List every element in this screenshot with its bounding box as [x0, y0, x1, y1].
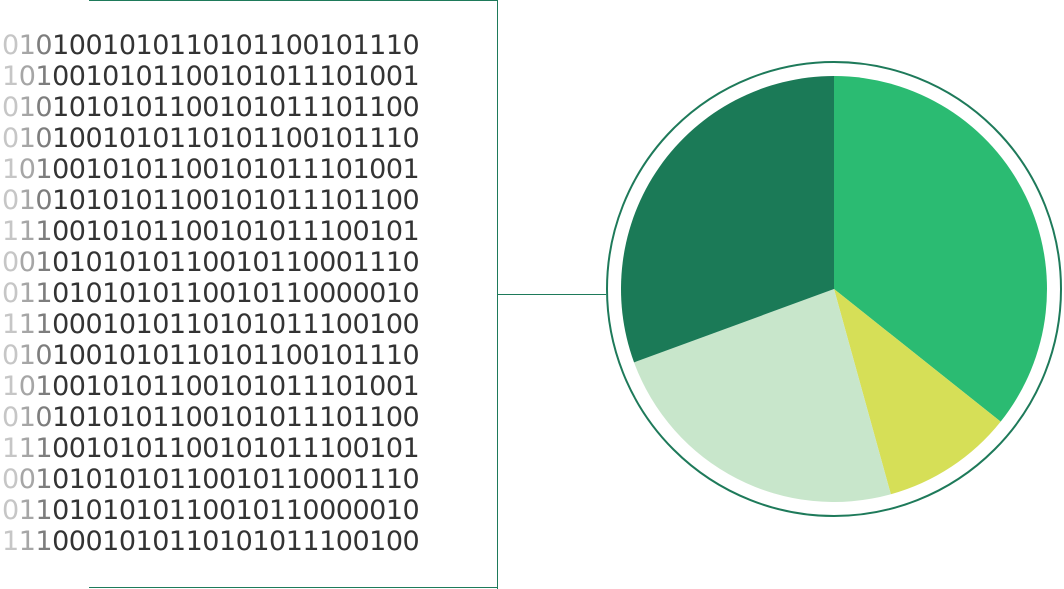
pie-slices [620, 76, 1047, 502]
pie-slice-2 [834, 289, 1001, 495]
binary-row: 1010010101100101011101001 [2, 154, 420, 185]
binary-row: 1010010101100101011101001 [2, 371, 420, 402]
binary-row: 0101001010110101100101110 [2, 340, 420, 371]
binary-row: 0101010101100101011101100 [2, 185, 420, 216]
binary-row: 0110101010110010110000010 [2, 278, 420, 309]
pie-slice-4 [620, 76, 834, 363]
binary-row: 1010010101100101011101001 [2, 61, 420, 92]
bracket-bottom-line [89, 587, 498, 588]
binary-row: 1110010101100101011100101 [2, 433, 420, 464]
binary-row: 1110001010110101011100100 [2, 526, 420, 557]
binary-row: 0010101010110010110001110 [2, 464, 420, 495]
binary-row: 0010101010110010110001110 [2, 247, 420, 278]
pie-outer-ring [606, 61, 1062, 517]
binary-row: 1110010101100101011100101 [2, 216, 420, 247]
binary-row: 0101001010110101100101110 [2, 30, 420, 61]
pie-slice-3 [634, 289, 891, 502]
binary-row: 1110001010110101011100100 [2, 309, 420, 340]
pie-slice-1 [834, 76, 1047, 422]
bracket-top-line [89, 0, 498, 1]
binary-row: 0101010101100101011101100 [2, 402, 420, 433]
binary-row: 0110101010110010110000010 [2, 495, 420, 526]
binary-row: 0101010101100101011101100 [2, 92, 420, 123]
connector-line [497, 294, 606, 295]
binary-row: 0101001010110101100101110 [2, 123, 420, 154]
